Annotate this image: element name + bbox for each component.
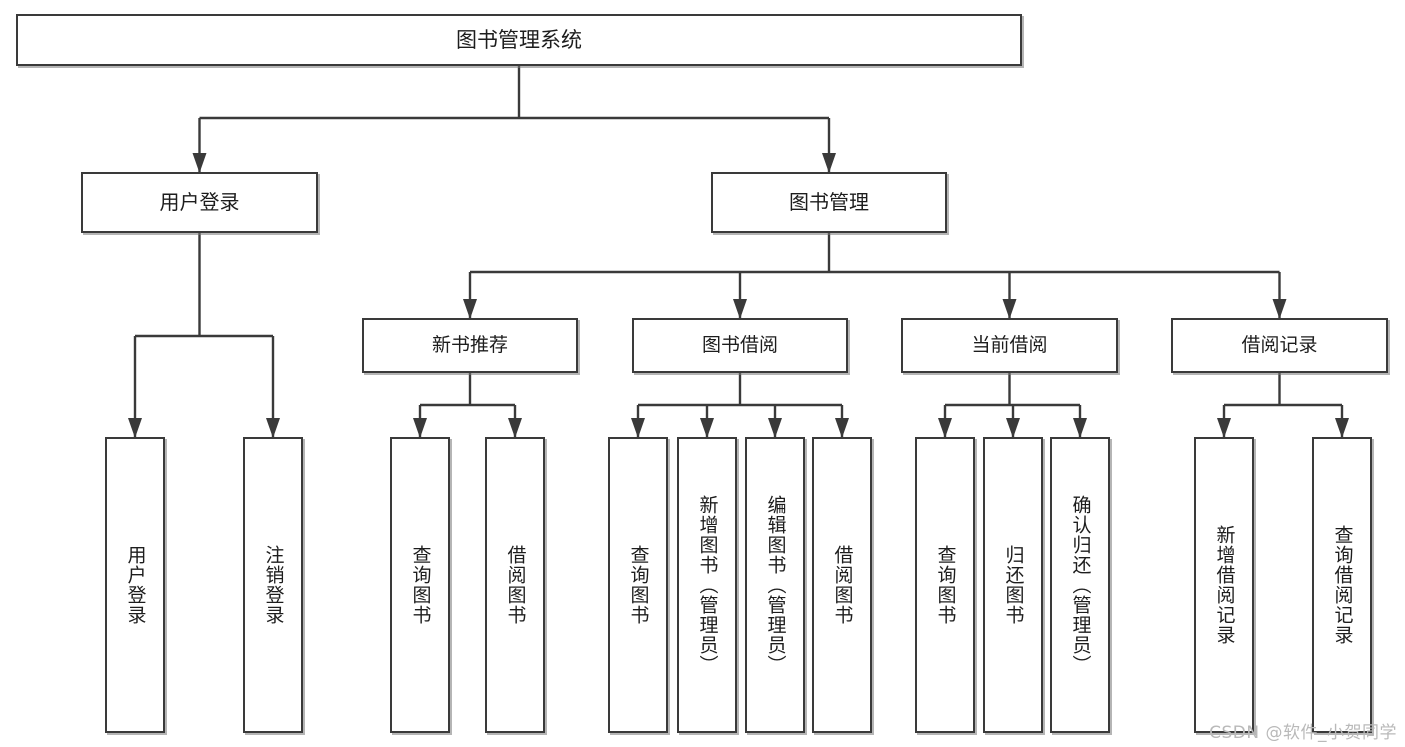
arrowhead-leaf-query-book-1 [413,418,427,438]
arrowhead-leaf-user-logout [266,418,280,438]
arrowhead-book-manage [822,153,836,173]
node-leaf-user-login[interactable]: 用户登录 [105,437,165,733]
node-borrow-record[interactable]: 借阅记录 [1171,318,1388,373]
node-label-leaf-add-book: 新增图书（管理员） [696,495,719,675]
node-new-book-recommend[interactable]: 新书推荐 [362,318,578,373]
node-label-leaf-query-book-1: 查询图书 [409,545,432,625]
arrowhead-leaf-query-book-2 [631,418,645,438]
node-label-leaf-return-book: 归还图书 [1002,545,1025,625]
node-book-borrow[interactable]: 图书借阅 [632,318,848,373]
watermark-label: CSDN @软件_小贺同学 [1209,723,1397,743]
arrowhead-leaf-return-book [1006,418,1020,438]
node-label-book-borrow: 图书借阅 [701,334,778,357]
node-label-leaf-query-book-3: 查询图书 [934,545,957,625]
arrowhead-leaf-borrow-book-1 [508,418,522,438]
node-label-user-login: 用户登录 [159,189,240,214]
node-leaf-confirm-return[interactable]: 确认归还（管理员） [1050,437,1110,733]
node-leaf-return-book[interactable]: 归还图书 [983,437,1043,733]
arrowhead-leaf-confirm-return [1073,418,1087,438]
arrowhead-current-borrow [1002,299,1017,319]
node-leaf-add-borrow-record[interactable]: 新增借阅记录 [1194,437,1254,733]
arrowhead-leaf-add-book [700,418,714,438]
arrowhead-leaf-user-login [128,418,142,438]
node-label-leaf-user-login: 用户登录 [124,545,147,625]
node-book-manage[interactable]: 图书管理 [711,172,947,233]
node-label-leaf-confirm-return: 确认归还（管理员） [1069,495,1092,675]
node-label-leaf-borrow-book-2: 借阅图书 [831,545,854,625]
node-label-new-book-recommend: 新书推荐 [431,334,508,357]
arrowhead-leaf-borrow-book-2 [835,418,849,438]
node-current-borrow[interactable]: 当前借阅 [901,318,1118,373]
node-label-leaf-query-book-2: 查询图书 [627,545,650,625]
arrowhead-borrow-record [1272,299,1287,319]
node-label-book-manage: 图书管理 [789,189,869,214]
node-leaf-query-book-1[interactable]: 查询图书 [390,437,450,733]
arrowhead-leaf-query-borrow-record [1335,418,1349,438]
arrowhead-leaf-add-borrow-record [1217,418,1231,438]
node-label-leaf-borrow-book-1: 借阅图书 [504,545,527,625]
node-leaf-borrow-book-1[interactable]: 借阅图书 [485,437,545,733]
arrowhead-new-book-recommend [463,299,477,319]
node-leaf-user-logout[interactable]: 注销登录 [243,437,303,733]
node-user-login[interactable]: 用户登录 [81,172,318,233]
node-label-current-borrow: 当前借阅 [971,334,1048,357]
node-leaf-borrow-book-2[interactable]: 借阅图书 [812,437,872,733]
node-root[interactable]: 图书管理系统 [16,14,1022,66]
node-label-leaf-user-logout: 注销登录 [262,545,285,625]
node-leaf-query-book-3[interactable]: 查询图书 [915,437,975,733]
node-label-borrow-record: 借阅记录 [1241,334,1318,357]
node-label-leaf-add-borrow-record: 新增借阅记录 [1213,525,1236,645]
node-label-leaf-edit-book: 编辑图书（管理员） [764,495,787,675]
node-label-leaf-query-borrow-record: 查询借阅记录 [1331,525,1354,645]
node-leaf-edit-book[interactable]: 编辑图书（管理员） [745,437,805,733]
node-leaf-query-book-2[interactable]: 查询图书 [608,437,668,733]
arrowhead-user-login [192,153,207,173]
node-label-root: 图书管理系统 [456,27,582,52]
arrowhead-leaf-edit-book [768,418,782,438]
arrowhead-book-borrow [733,299,747,319]
node-leaf-add-book[interactable]: 新增图书（管理员） [677,437,737,733]
node-leaf-query-borrow-record[interactable]: 查询借阅记录 [1312,437,1372,733]
arrowhead-leaf-query-book-3 [938,418,952,438]
